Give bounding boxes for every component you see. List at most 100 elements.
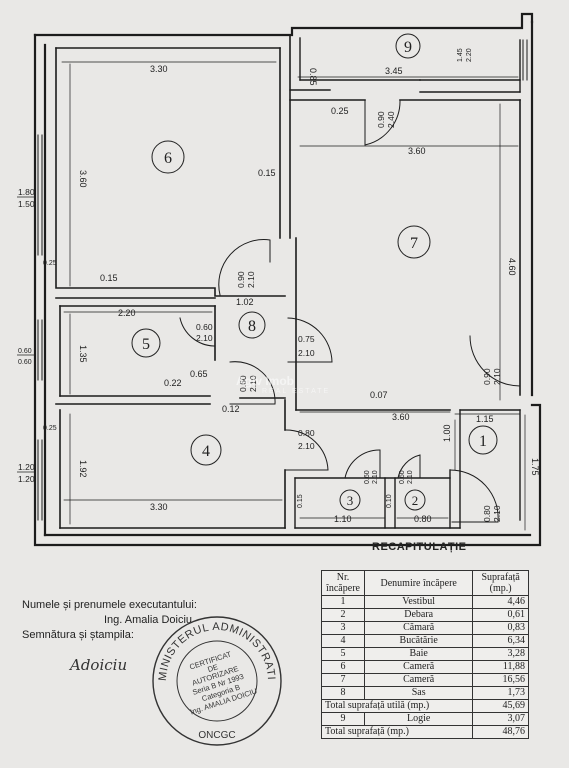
logia-area: 3,07 <box>472 712 529 726</box>
row-area: 0,61 <box>472 608 529 622</box>
dim-3-30-low: 3.30 <box>150 502 168 512</box>
row-name: Debara <box>364 608 474 622</box>
door-2-20: 2.20 <box>466 48 473 62</box>
window-1-80: 1.80 <box>18 187 35 197</box>
signature-text: Adoiciu <box>68 656 127 674</box>
row-name: Sas <box>364 686 474 700</box>
row-area: 16,56 <box>472 673 529 687</box>
door-1-45: 1.45 <box>457 48 464 62</box>
door-0-90-a: 0.90 <box>376 111 386 128</box>
dim-3-30-top: 3.30 <box>150 64 168 74</box>
door-2-10-b: 2.10 <box>246 271 256 288</box>
door-2-10-i: 2.10 <box>372 470 379 484</box>
door-0-60-b: 0.60 <box>238 375 248 392</box>
recap-title: RECAPITULAȚIE <box>372 541 467 553</box>
window-0-60-bot: 0.60 <box>18 359 32 366</box>
recap-table: Nr. încăpere Denumire încăpere Suprafață… <box>320 570 529 739</box>
dim-0-65: 0.65 <box>190 369 208 379</box>
windows <box>37 39 528 521</box>
row-area: 1,73 <box>472 686 529 700</box>
window-1-20-top: 1.20 <box>18 462 35 472</box>
dim-1-02: 1.02 <box>236 297 254 307</box>
dim-0-85-vertical: 0.85 <box>308 68 318 86</box>
dim-0-25-wall-b: 0.25 <box>43 425 57 432</box>
walls-logia-9 <box>289 37 521 93</box>
recap-header-area: Suprafață (mp.) <box>472 570 529 596</box>
row-name: Vestibul <box>364 595 474 609</box>
dim-1-75-vertical: 1.75 <box>530 458 540 476</box>
door-0-60-d: 0.60 <box>399 470 406 484</box>
dim-3-60-low: 3.60 <box>392 412 410 422</box>
dim-3-60-mid: 3.60 <box>408 146 426 156</box>
dim-3-60-vertical: 3.60 <box>78 170 88 188</box>
dim-1-15: 1.15 <box>476 414 494 424</box>
door-0-80-b: 0.80 <box>482 505 492 522</box>
room-5-label: 5 <box>142 336 150 353</box>
door-0-60-a: 0.60 <box>196 322 213 332</box>
row-nr: 1 <box>320 595 366 609</box>
watermark-brand: Agiv Imob <box>236 374 295 388</box>
dim-1-10: 1.10 <box>334 514 352 524</box>
door-0-60-c: 0.60 <box>364 470 371 484</box>
total-useful-row: Total suprafață utilă (mp.) 45,69 <box>320 699 529 713</box>
room-labels: 6 7 9 5 8 4 3 2 1 <box>131 33 498 511</box>
total-row: Total suprafață (mp.) 48,76 <box>320 725 529 739</box>
dim-0-12: 0.12 <box>222 404 240 414</box>
stamp-bottom-text: ONCGC <box>198 730 235 741</box>
row-name: Cameră <box>364 673 474 687</box>
room-6-label: 6 <box>164 150 172 167</box>
door-2-10-d: 2.10 <box>298 348 315 358</box>
walls-room-5 <box>55 297 216 397</box>
row-nr: 7 <box>320 673 366 687</box>
row-nr: 5 <box>320 647 366 661</box>
row-nr: 3 <box>320 621 366 635</box>
door-0-80-a: 0.80 <box>298 428 315 438</box>
row-area: 6,34 <box>472 634 529 648</box>
room-1-label: 1 <box>479 433 487 450</box>
dim-1-00-vertical: 1.00 <box>442 424 452 442</box>
walls-rooms-1-2-3 <box>294 409 521 529</box>
total-label: Total suprafață (mp.) <box>320 725 474 739</box>
dimension-labels: 3.30 3.45 3.60 3.60 1.15 2.20 3.30 1.10 … <box>43 64 540 524</box>
room-3-label: 3 <box>347 493 354 508</box>
window-1-20-bot: 1.20 <box>18 474 35 484</box>
recap-header-row: Nr. încăpere Denumire încăpere Suprafață… <box>320 570 529 596</box>
row-nr: 2 <box>320 608 366 622</box>
room-4-label: 4 <box>202 443 210 460</box>
dimension-lines <box>61 61 526 531</box>
recap-header-nr: Nr. încăpere <box>320 570 366 596</box>
logia-nr: 9 <box>320 712 366 726</box>
row-name: Bucătărie <box>364 634 474 648</box>
window-1-50: 1.50 <box>18 199 35 209</box>
logia-row: 9 Logie 3,07 <box>320 712 529 726</box>
row-nr: 8 <box>320 686 366 700</box>
dim-0-15-b: 0.15 <box>258 168 276 178</box>
row-nr: 4 <box>320 634 366 648</box>
door-2-10-f: 2.10 <box>492 368 502 385</box>
door-0-75: 0.75 <box>298 334 315 344</box>
door-0-90-c: 0.90 <box>482 368 492 385</box>
stamp-line-2: DE <box>206 662 219 674</box>
executant-block: Numele și prenumele executantului: Ing. … <box>22 598 197 643</box>
door-2-10-g: 2.10 <box>298 441 315 451</box>
watermark: Agiv Imob REAL ESTATE <box>236 374 330 395</box>
row-area: 11,88 <box>472 660 529 674</box>
dim-0-10: 0.10 <box>386 494 393 508</box>
dim-0-07: 0.07 <box>370 390 388 400</box>
total-value: 48,76 <box>472 725 529 739</box>
executant-name: Ing. Amalia Doiciu <box>104 614 193 626</box>
signature: Adoiciu <box>68 656 127 674</box>
door-2-10-e: 2.10 <box>248 375 258 392</box>
walls-room-4 <box>55 397 286 529</box>
dim-0-25-wall-a: 0.25 <box>43 260 57 267</box>
total-useful-value: 45,69 <box>472 699 529 713</box>
dim-0-15-a: 0.15 <box>100 273 118 283</box>
dim-2-20: 2.20 <box>118 308 136 318</box>
